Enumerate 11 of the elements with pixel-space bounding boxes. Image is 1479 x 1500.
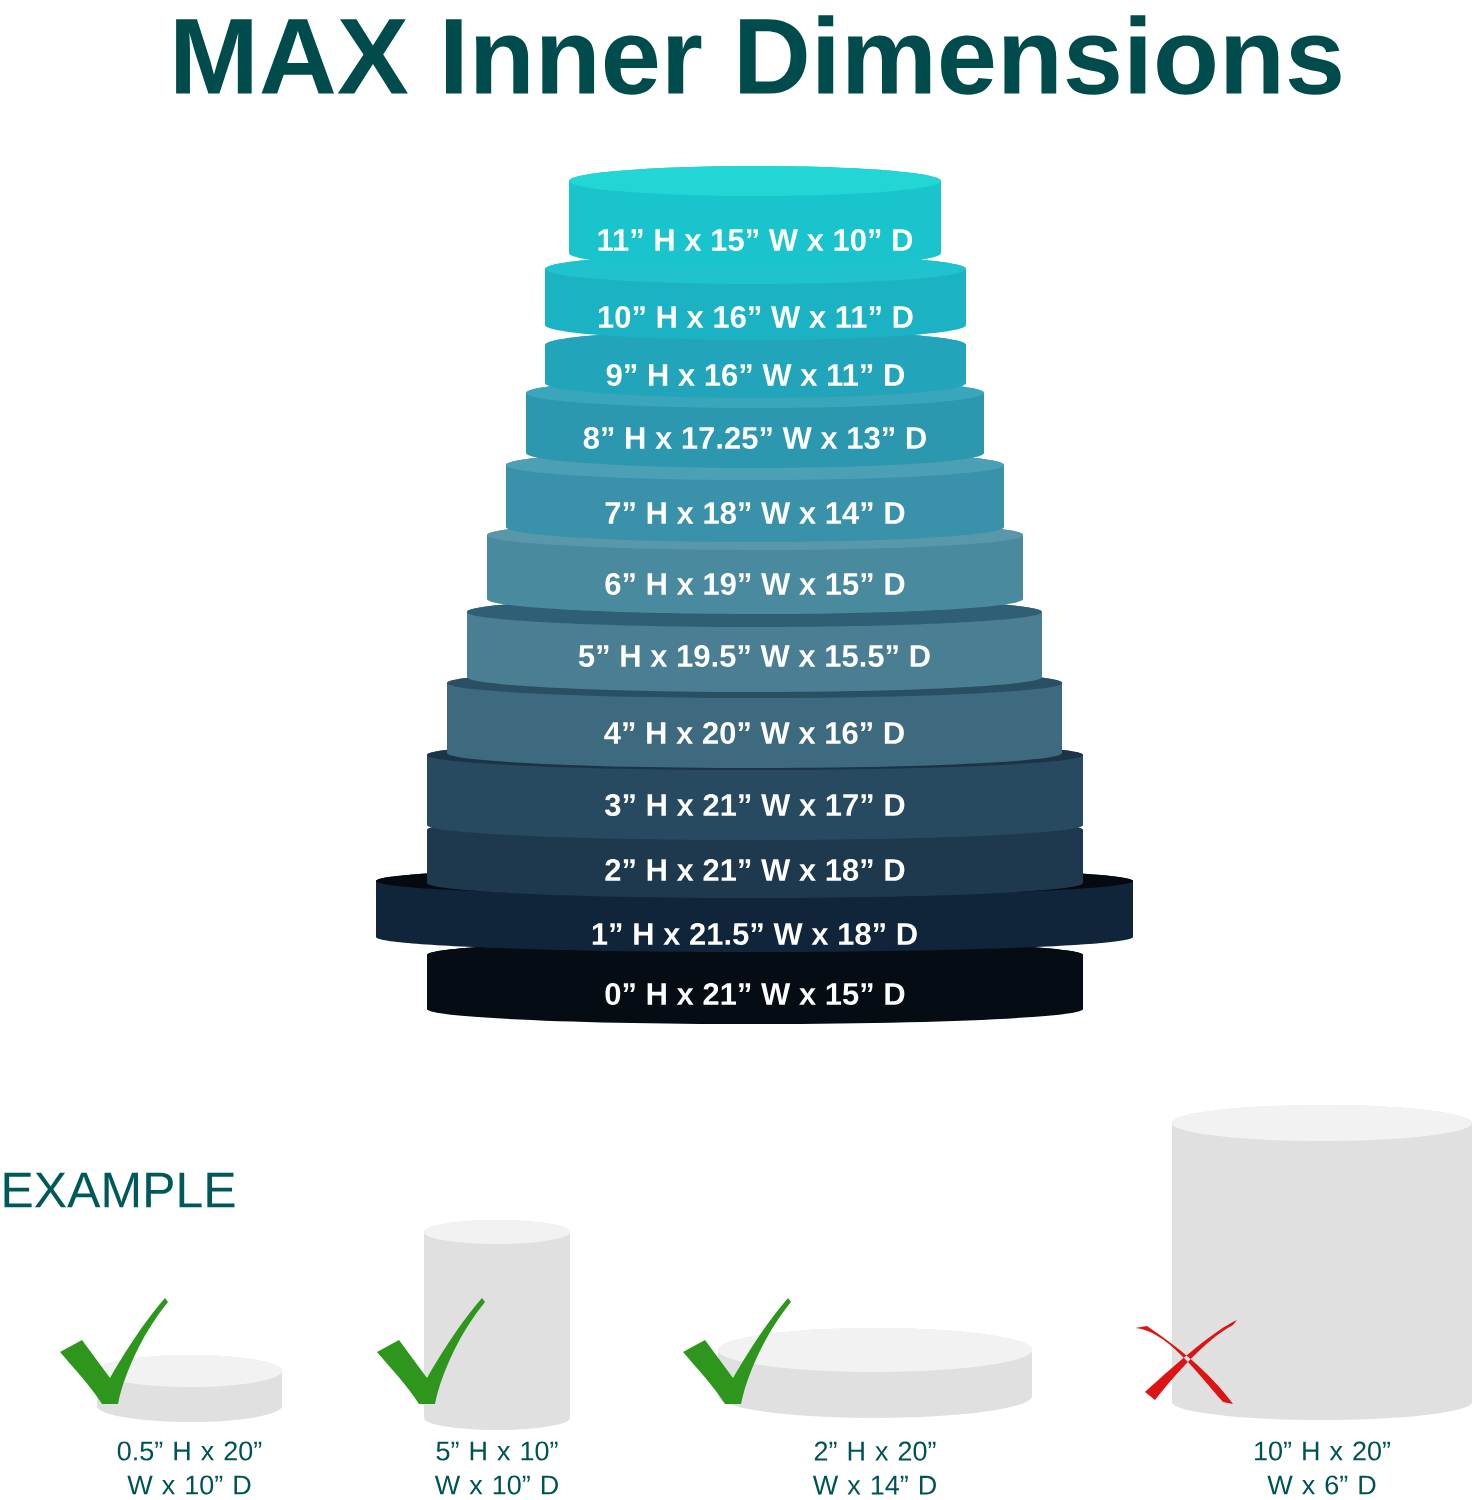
cylinder-drawing bbox=[1172, 1105, 1472, 1420]
tier-band: 11” H x 15” W x 10” D bbox=[569, 166, 941, 268]
dimension-text: 10” H x 20” W x 6” D bbox=[1255, 1441, 1390, 1495]
cylinder-drawing bbox=[97, 1355, 282, 1422]
cylinder-drawing bbox=[424, 1220, 570, 1430]
section-heading: EXAMPLE bbox=[4, 1172, 235, 1208]
dimension-text: 0.5” H x 20” W x 10” D bbox=[117, 1441, 262, 1495]
dimension-text: 2” H x 20” W x 14” D bbox=[812, 1441, 936, 1495]
title: MAX Inner Dimensions bbox=[176, 15, 1341, 95]
dimension-text: 5” H x 10” W x 10” D bbox=[434, 1441, 558, 1495]
cylinder-drawing bbox=[718, 1328, 1032, 1418]
